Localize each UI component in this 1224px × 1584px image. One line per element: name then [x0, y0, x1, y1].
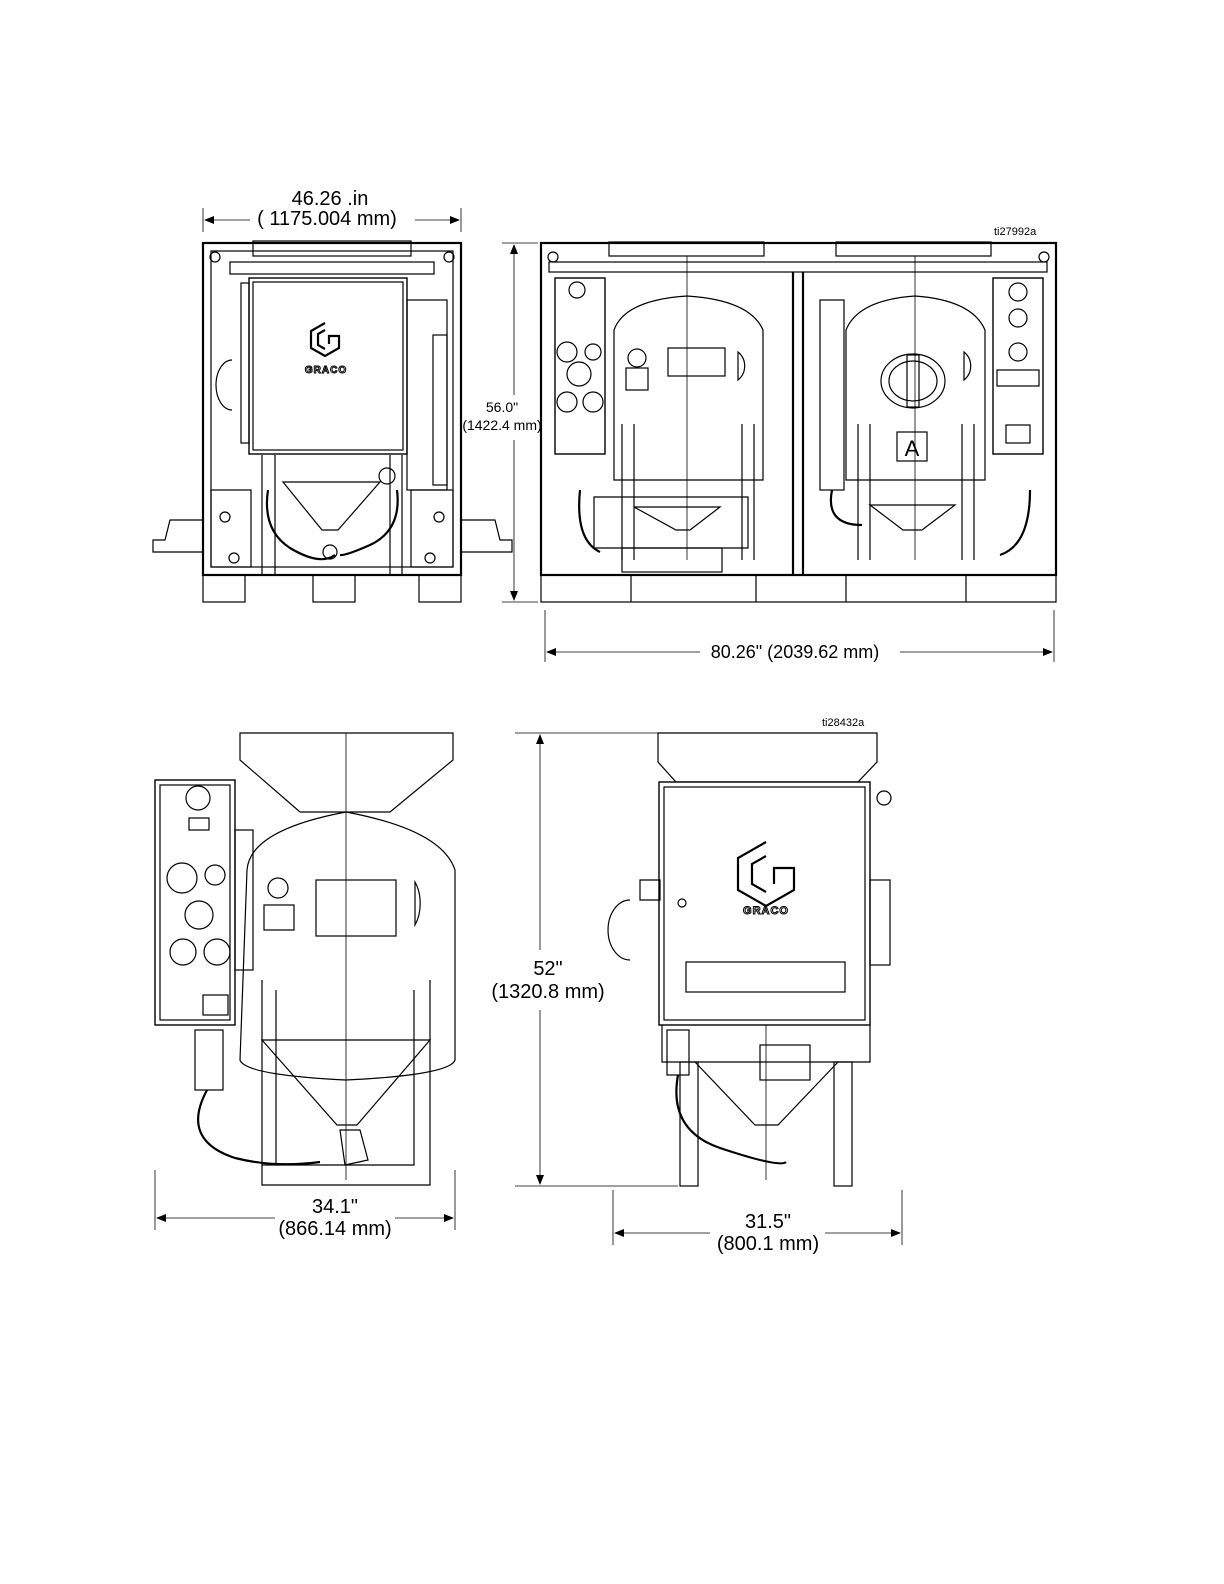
side-view-bottom: 34.1" (866.14 mm): [155, 733, 455, 1240]
side-view-top: ti27992a 56.0" (1422.4 mm) 80.26" (2039.…: [462, 226, 1056, 662]
rear-width-dim-mm: (800.1 mm): [717, 1233, 819, 1255]
front-width-dim-mm: ( 1175.004 mm): [257, 208, 397, 230]
side-bottom-width-dim-mm: (866.14 mm): [278, 1218, 391, 1240]
front-width-dim-in: 46.26 .in: [292, 188, 369, 210]
rear-width-dim-in: 31.5": [745, 1211, 791, 1233]
svg-text:GRACO: GRACO: [743, 905, 789, 917]
svg-text:GRACO: GRACO: [305, 365, 347, 376]
rear-view-bottom: ti28432a 52" (1320.8 mm) 31.5" (800.1 mm…: [491, 717, 902, 1255]
front-view: 46.26 .in ( 1175.004 mm): [153, 188, 512, 602]
side-top-height-dim-in: 56.0": [486, 399, 518, 415]
ref-ti27992a: ti27992a: [994, 226, 1037, 238]
tank-label-a: A: [905, 436, 920, 461]
side-bottom-width-dim-in: 34.1": [312, 1196, 358, 1218]
ref-ti28432a: ti28432a: [822, 717, 865, 729]
rear-height-dim-in: 52": [533, 958, 562, 980]
side-top-height-dim-mm: (1422.4 mm): [462, 417, 541, 433]
side-top-width-dim: 80.26" (2039.62 mm): [711, 642, 879, 662]
rear-height-dim-mm: (1320.8 mm): [491, 981, 604, 1003]
